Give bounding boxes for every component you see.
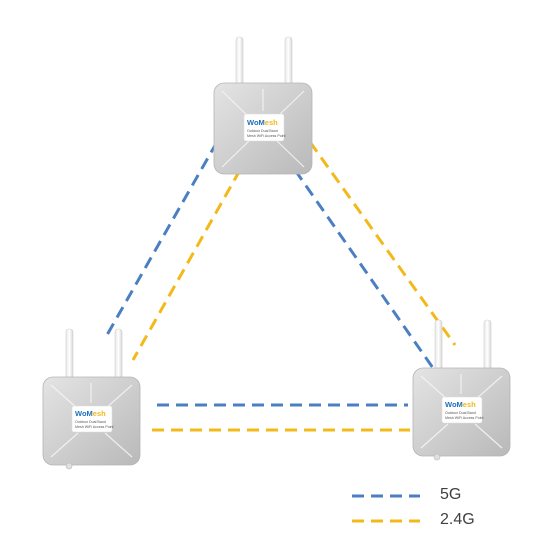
antenna-icon (65, 328, 74, 382)
product-line-2: Mesh WiFi Access Point (247, 134, 286, 138)
antenna-icon (284, 36, 293, 90)
brand-logo: WoMesh (445, 400, 476, 409)
product-line-2: Mesh WiFi Access Point (75, 425, 114, 429)
link-top-right-2.4g (308, 141, 457, 346)
legend-label-5g: 5G (440, 486, 462, 503)
antenna-icon (235, 36, 244, 90)
link-top-right-5g (293, 169, 435, 369)
link-top-left-2.4g (131, 169, 242, 361)
links-layer (105, 141, 457, 432)
access-point-right: WoMesh Outdoor Dual Band Mesh WiFi Acces… (412, 319, 511, 461)
antenna-icon (434, 319, 443, 373)
antenna-icon (114, 328, 123, 382)
product-label (71, 405, 113, 433)
product-label (243, 113, 285, 142)
product-line-1: Outdoor Dual Band (75, 420, 106, 424)
legend-label-2.4g: 2.4G (440, 511, 475, 528)
mount-screw-icon (65, 462, 73, 470)
product-line-2: Mesh WiFi Access Point (445, 416, 484, 420)
access-point-left: WoMesh Outdoor Dual Band Mesh WiFi Acces… (42, 328, 141, 470)
mount-screw-icon (433, 453, 441, 461)
product-line-1: Outdoor Dual Band (247, 129, 278, 133)
legend (352, 494, 420, 523)
product-label (441, 396, 483, 424)
access-point-top: WoMesh Outdoor Dual Band Mesh WiFi Acces… (213, 36, 313, 175)
antenna-icon (483, 319, 492, 373)
brand-logo: WoMesh (247, 118, 278, 127)
brand-logo: WoMesh (75, 409, 106, 418)
product-line-1: Outdoor Dual Band (445, 411, 476, 415)
